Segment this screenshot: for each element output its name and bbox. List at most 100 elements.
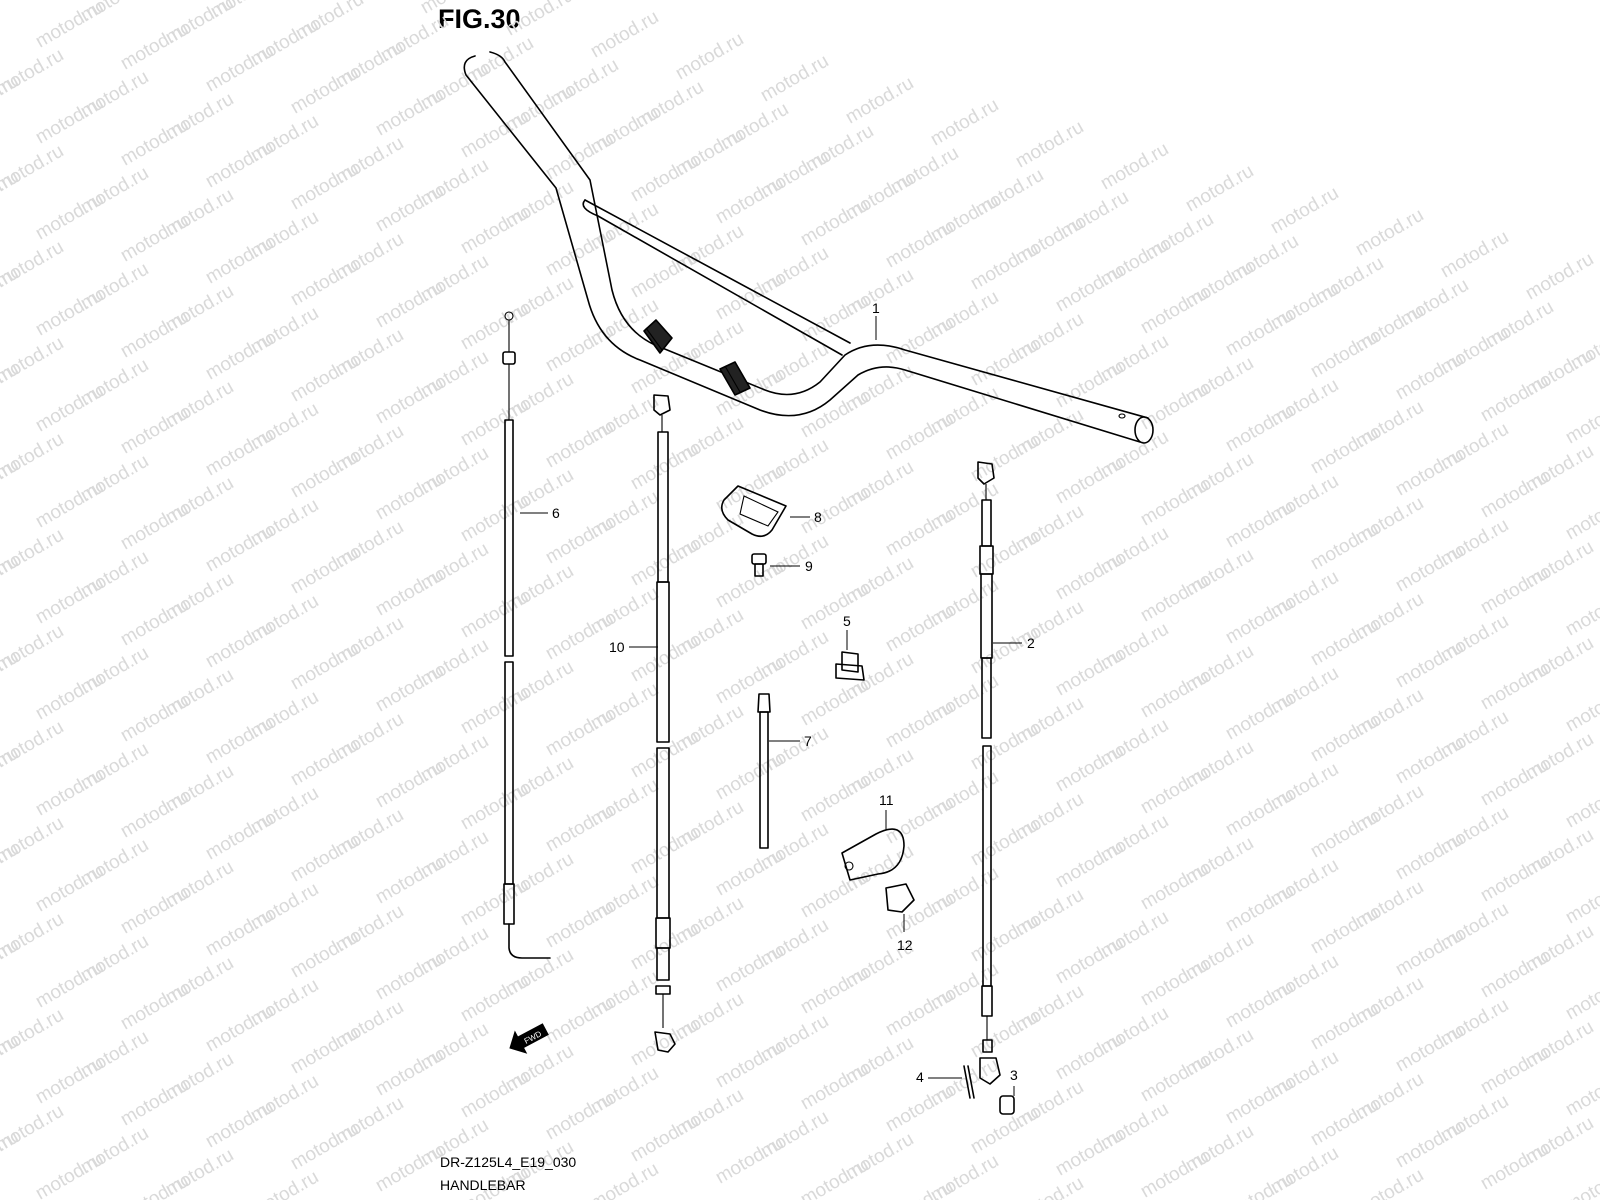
watermark-text: motod.ru [1562,1161,1600,1200]
watermark-text: motod.ru [712,1037,787,1093]
watermark-text: motod.ru [927,95,1002,151]
watermark-text: motod.ru [0,0,67,4]
watermark-text: motod.ru [287,351,362,407]
watermark-text: motod.ru [1307,327,1382,383]
watermark-text: motod.ru [1222,497,1297,553]
figure-caption: HANDLEBAR [440,1177,526,1193]
watermark-text: motod.ru [1477,659,1552,715]
watermark-text: motod.ru [797,771,872,827]
watermark-text: motod.ru [842,73,917,129]
watermark-text: motod.ru [1052,645,1127,701]
callout-1: 1 [872,300,880,316]
callout-2: 2 [1027,635,1035,651]
watermark-text: motod.ru [1522,249,1597,305]
pin-part-4 [928,1065,975,1099]
watermark-text: motod.ru [1052,741,1127,797]
watermark-text: motod.ru [457,395,532,451]
watermark-text: motod.ru [1222,1169,1297,1200]
watermark-text: motod.ru [882,409,957,465]
watermark-text: motod.ru [1562,873,1600,929]
watermark-text: motod.ru [457,875,532,931]
watermark-text: motod.ru [457,587,532,643]
watermark-text: motod.ru [1392,925,1467,981]
watermark-text: motod.ru [202,425,277,481]
watermark-text: motod.ru [1137,955,1212,1011]
watermark-text: motod.ru [542,897,617,953]
watermark-text: motod.ru [417,0,492,18]
watermark-text: motod.ru [1137,475,1212,531]
watermark-text: motod.ru [1052,261,1127,317]
watermark-text: motod.ru [627,727,702,783]
watermark-text: motod.ru [502,0,577,40]
watermark-text: motod.ru [1222,689,1297,745]
watermark-text: motod.ru [1352,1165,1427,1200]
watermark-text: motod.ru [372,1045,447,1101]
watermark-text: motod.ru [202,905,277,961]
watermark-text: motod.ru [627,919,702,975]
watermark-text: motod.ru [117,1075,192,1131]
watermark-text: motod.ru [202,521,277,577]
watermark-text: motod.ru [202,713,277,769]
watermark-text: motod.ru [1307,999,1382,1055]
watermark-text: motod.ru [287,1023,362,1079]
watermark-text: motod.ru [627,247,702,303]
watermark-text: motod.ru [1307,615,1382,671]
watermark-text: motod.ru [372,469,447,525]
watermark-text: motod.ru [372,85,447,141]
callout-12: 12 [897,937,913,953]
watermark-text: motod.ru [797,483,872,539]
watermark-text: motod.ru [1307,807,1382,863]
watermark-text: motod.ru [32,477,107,533]
watermark-text: motod.ru [1052,357,1127,413]
watermark-text: motod.ru [882,1177,957,1200]
bolt-part-3 [999,1086,1015,1115]
watermark-text: motod.ru [1352,205,1427,261]
watermark-text: motod.ru [372,853,447,909]
watermark-text: motod.ru [32,765,107,821]
watermark-text: motod.ru [1182,161,1257,217]
clevis-assembly [928,1057,1015,1115]
handlebar-part [463,51,1154,444]
watermark-text: motod.ru [1477,755,1552,811]
watermark-text: motod.ru [797,195,872,251]
cable-part-10 [629,394,676,1053]
callout-4: 4 [916,1069,924,1085]
bolt-part-12 [885,883,915,932]
watermark-text: motod.ru [1392,1021,1467,1077]
watermark-text: motod.ru [1137,379,1212,435]
callout-7: 7 [804,733,812,749]
watermark-text: motod.ru [882,889,957,945]
watermark-text: motod.ru [117,307,192,363]
watermark-text: motod.ru [712,749,787,805]
watermark-text: motod.ru [967,815,1042,871]
watermark-text: motod.ru [967,1103,1042,1159]
watermark-text: motod.ru [202,1097,277,1153]
watermark-text: motod.ru [117,979,192,1035]
watermark-text: motod.ru [797,1155,872,1200]
watermark-text: motod.ru [32,573,107,629]
watermark-text: motod.ru [457,779,532,835]
watermark-text: motod.ru [1562,969,1600,1025]
watermark-text: motod.ru [1477,371,1552,427]
watermark-text: motod.ru [32,957,107,1013]
watermark-text: motod.ru [797,579,872,635]
watermark-text: motod.ru [627,1111,702,1167]
watermark-text: motod.ru [882,505,957,561]
watermark-text: motod.ru [202,41,277,97]
watermark-text: motod.ru [1222,593,1297,649]
watermark-text: motod.ru [372,757,447,813]
watermark-text: motod.ru [372,1141,447,1197]
watermark-text: motod.ru [797,675,872,731]
watermark-text: motod.ru [457,1067,532,1123]
watermark-text: motod.ru [1012,117,1087,173]
watermark-text: motod.ru [1392,1117,1467,1173]
screw-part-9 [751,553,800,577]
watermark-text: motod.ru [967,527,1042,583]
watermark-text: motod.ru [117,211,192,267]
watermark-text: motod.ru [32,1149,107,1200]
watermark-text: motod.ru [757,51,832,107]
watermark-text: motod.ru [1477,1139,1552,1195]
watermark-text: motod.ru [287,927,362,983]
watermark-text: motod.ru [1307,711,1382,767]
watermark-text: motod.ru [627,823,702,879]
